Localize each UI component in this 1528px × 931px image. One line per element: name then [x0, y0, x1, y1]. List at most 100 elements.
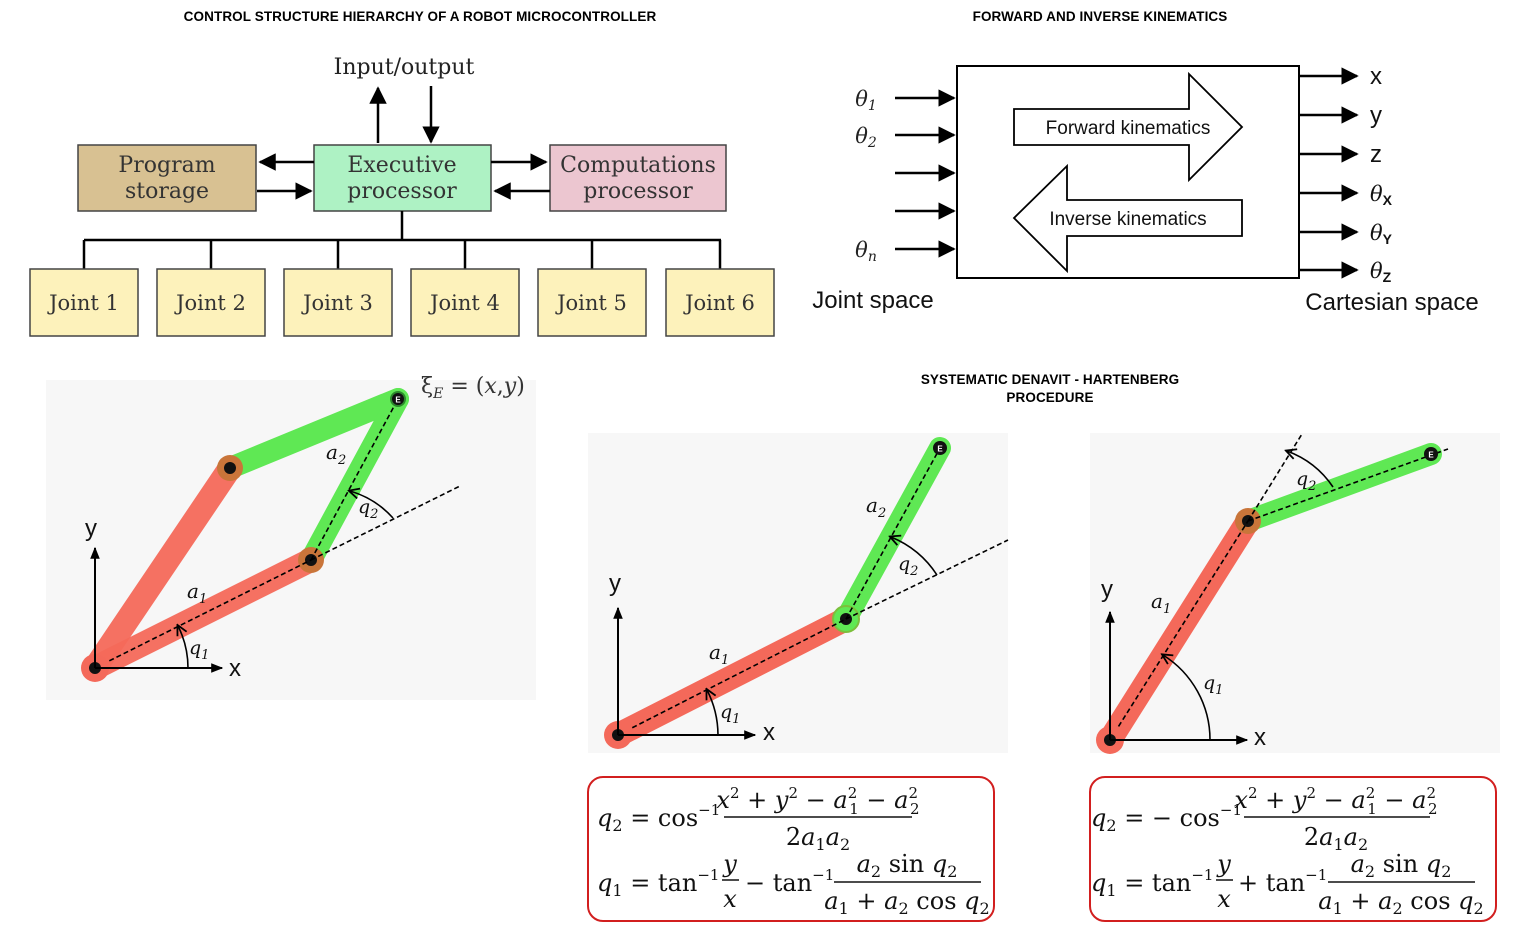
- kinematics-output-label: θZ: [1370, 259, 1392, 285]
- arm-diagram-2: E y x a1 a2 q1 q2: [588, 433, 1009, 753]
- arm-2-q1-arc: [707, 690, 719, 736]
- joint-box: [410, 268, 520, 337]
- arm-1-y-label: y: [85, 515, 97, 542]
- inverse-kinematics-arrow: [1012, 163, 1243, 274]
- joint-label: Joint 5: [555, 291, 627, 315]
- kinematics-box: [956, 65, 1300, 279]
- kinematics-output-label: y: [1370, 102, 1382, 129]
- equation-box-elbow-down: [587, 776, 995, 922]
- joint-label: Joint 2: [174, 291, 246, 315]
- eq1-q1-denominator: a1 + a2 cos q2: [824, 887, 989, 918]
- kinematics-inputs: θ1 θ2 θn: [855, 87, 956, 265]
- computations-processor-line2: processor: [583, 179, 693, 204]
- kinematics-diagram: θ1 θ2 θn xyz θX θY θZ Forward kinematics Inve…: [812, 63, 1478, 316]
- kinematics-output-label: z: [1370, 141, 1382, 168]
- joint-box: [283, 268, 393, 337]
- forward-kinematics-label: Forward kinematics: [1046, 118, 1211, 139]
- cartesian-space-label: Cartesian space: [1305, 289, 1478, 316]
- arm-diagram-1: E y x a1 a2 q1 q2 ξE = (x,y): [46, 374, 536, 700]
- kinematics-output-label: θX: [1370, 182, 1393, 208]
- eq2-q1-lhs: q1 = tan−1: [1091, 866, 1213, 900]
- kinematics-title: FORWARD AND INVERSE KINEMATICS: [972, 9, 1228, 24]
- arm-3-q2-arc: [1287, 451, 1334, 488]
- kinematics-input-label: θn: [855, 238, 877, 265]
- forward-kinematics-arrow: [1013, 71, 1244, 183]
- eq1-q1-mid: − tan−1: [745, 866, 834, 897]
- kinematics-input-label: θ1: [855, 87, 877, 114]
- computations-processor-line1: Computations: [560, 153, 716, 178]
- arm-1-x-label: x: [229, 655, 241, 682]
- eq1-q2-denominator: 2a1a2: [786, 823, 850, 854]
- joint-box: [537, 268, 647, 337]
- eq2-q1-mid: + tan−1: [1238, 866, 1327, 897]
- joint-boxes: Joint 1 Joint 2 Joint 3 Joint 4 Joint 5 Joint…: [29, 240, 775, 337]
- joint-label: Joint 4: [428, 291, 500, 315]
- eq2-x: x: [1217, 885, 1231, 913]
- arm-2-dashed-a1: [617, 618, 847, 736]
- executive-processor-line1: Executive: [347, 153, 456, 178]
- arm-1-link-1-upper: [83, 456, 242, 680]
- program-storage-line2: storage: [125, 179, 209, 204]
- arm-1-dashed-a1: [94, 559, 312, 669]
- inverse-kinematics-label: Inverse kinematics: [1049, 209, 1206, 230]
- kinematics-outputs: xyz θX θY θZ: [1299, 63, 1393, 285]
- arm-1-end-effector: [390, 391, 406, 407]
- executive-processor-line2: processor: [347, 179, 457, 204]
- program-storage-line1: Program: [118, 153, 215, 178]
- arm-1-q1-arc: [178, 626, 189, 669]
- arm-1-q2-arc: [350, 491, 394, 519]
- arm-3-y-label: y: [1101, 576, 1113, 603]
- arm-2-y-label: y: [609, 570, 621, 597]
- joint-label: Joint 1: [47, 291, 119, 315]
- dh-title-line-2: PROCEDURE: [1006, 390, 1094, 405]
- executive-processor-box: [313, 144, 492, 212]
- eq2-q2-lhs: q2 = − cos−1: [1091, 801, 1242, 835]
- dh-procedure-title: SYSTEMATIC DENAVIT - HARTENBERG PROCEDUR…: [880, 371, 1220, 407]
- computations-processor-box: [549, 144, 727, 212]
- arm-3-dashed-extension: [1247, 433, 1303, 522]
- eq1-x: x: [723, 885, 737, 913]
- kinematics-output-label: θY: [1370, 221, 1393, 247]
- arm-2-x-label: x: [763, 719, 775, 746]
- eq2-q1-denominator: a1 + a2 cos q2: [1318, 887, 1483, 918]
- arm-1-link-2-upper: [219, 388, 409, 479]
- control-structure-title: CONTROL STRUCTURE HIERARCHY OF A ROBOT M…: [183, 9, 657, 24]
- eq2-q1-numerator: a2 sin q2: [1351, 850, 1452, 881]
- kinematics-output-label: x: [1370, 63, 1382, 90]
- joint-box: [156, 268, 266, 337]
- joint-label: Joint 6: [683, 291, 755, 315]
- arm-1-dashed-extension: [310, 485, 461, 561]
- arm-3-end-marker: E: [1428, 451, 1434, 460]
- arm-3-dashed-a1: [1109, 520, 1249, 741]
- eq1-q2-lhs: q2 = cos−1: [597, 801, 720, 835]
- arm-2-end-marker: E: [937, 445, 943, 454]
- eq2-q2-denominator: 2a1a2: [1304, 823, 1368, 854]
- joint-label: Joint 3: [301, 291, 373, 315]
- joint-box: [665, 268, 775, 337]
- arm-2-panel: [588, 433, 1008, 753]
- joint-box: [29, 268, 139, 337]
- arm-diagram-3: E y x a1 q1 q2: [1090, 433, 1500, 754]
- arm-3-panel: [1090, 433, 1500, 753]
- eq1-y: y: [722, 850, 737, 878]
- equation-box-elbow-up: [1089, 776, 1497, 922]
- io-label: Input/output: [334, 55, 475, 80]
- eq2-y: y: [1216, 850, 1231, 878]
- arm-2-dashed-extension: [845, 539, 1009, 620]
- kinematics-input-label: θ2: [855, 124, 877, 151]
- arm-3-dashed-a2: [1247, 448, 1449, 522]
- arm-1-end-marker: E: [395, 396, 401, 405]
- arm-2-dashed-a2: [845, 447, 941, 620]
- program-storage-box: [77, 144, 257, 212]
- dh-title-line-1: SYSTEMATIC DENAVIT - HARTENBERG: [920, 372, 1180, 387]
- arm-3-x-label: x: [1254, 724, 1266, 751]
- control-structure-diagram: Input/output Program storage Executive p…: [29, 55, 775, 337]
- joint-space-label: Joint space: [812, 287, 933, 314]
- arm-3-end-effector: [1424, 447, 1438, 461]
- arm-2-end-effector: [933, 441, 947, 455]
